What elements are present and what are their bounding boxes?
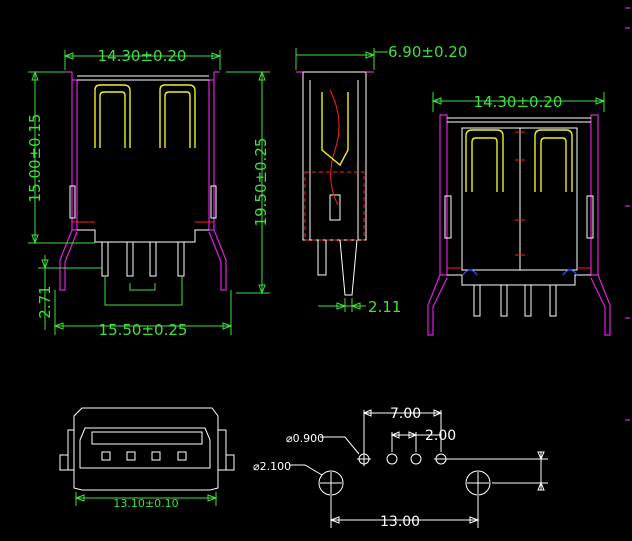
- dim-back-width: 14.30±0.20: [474, 93, 563, 111]
- dim-hole-small: ⌀0.900: [286, 432, 324, 445]
- dim-mount-span: 13.00: [380, 514, 420, 530]
- dim-front-height: 15.00±0.15: [26, 114, 44, 203]
- front-view: 14.30±0.20 15.00±0.15 19.50±0.25 2.71 15…: [26, 47, 270, 339]
- dim-hole-large: ⌀2.100: [253, 460, 291, 473]
- dim-side-height: 19.50±0.25: [252, 138, 270, 227]
- dim-pin-offset: 2.71: [36, 285, 54, 318]
- side-view: 6.90±0.20 2.11: [295, 43, 467, 316]
- margin-marks: [625, 7, 630, 421]
- dim-side-pin: 2.11: [368, 298, 401, 316]
- back-view: 14.30±0.20: [427, 92, 611, 336]
- dim-pin-span: 15.50±0.25: [99, 321, 188, 339]
- dim-pin-pitch: 2.00: [425, 428, 456, 444]
- dim-front-width: 14.30±0.20: [98, 47, 187, 65]
- dim-side-width: 6.90±0.20: [388, 43, 467, 61]
- dim-face-width: 13.10±0.10: [113, 497, 178, 510]
- plan-view: 13.10±0.10: [59, 407, 235, 510]
- dim-pin-pitch-total: 7.00: [390, 406, 421, 422]
- pcb-footprint: 7.00 2.00 ⌀0.900 ⌀2.100 13.00: [253, 406, 548, 530]
